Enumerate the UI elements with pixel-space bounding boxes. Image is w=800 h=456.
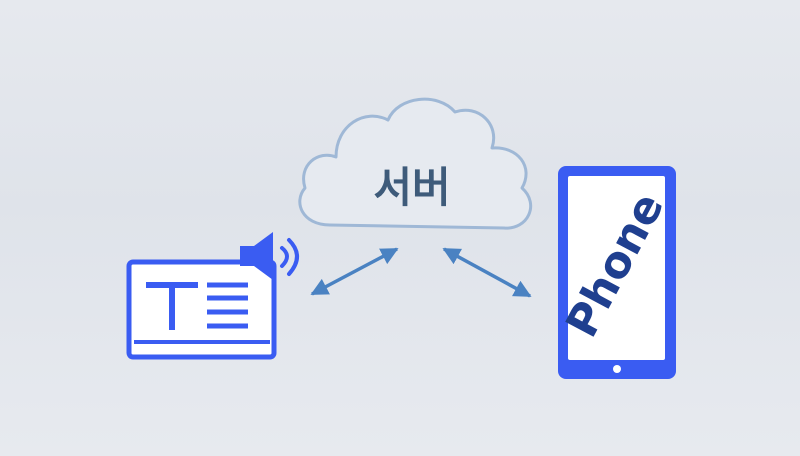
phone-screen (568, 176, 665, 360)
phone-home-button (613, 365, 621, 373)
cloud-icon (298, 97, 533, 230)
phone-icon (558, 166, 676, 379)
link-arrow-device-server (310, 247, 399, 296)
speaker-icon (240, 232, 299, 280)
text-to-speech-icon (126, 232, 299, 360)
text-lines-icon (207, 282, 248, 329)
server-label: 서버 (373, 163, 450, 212)
link-arrow-server-phone (442, 247, 532, 298)
text-t-icon (146, 282, 198, 330)
